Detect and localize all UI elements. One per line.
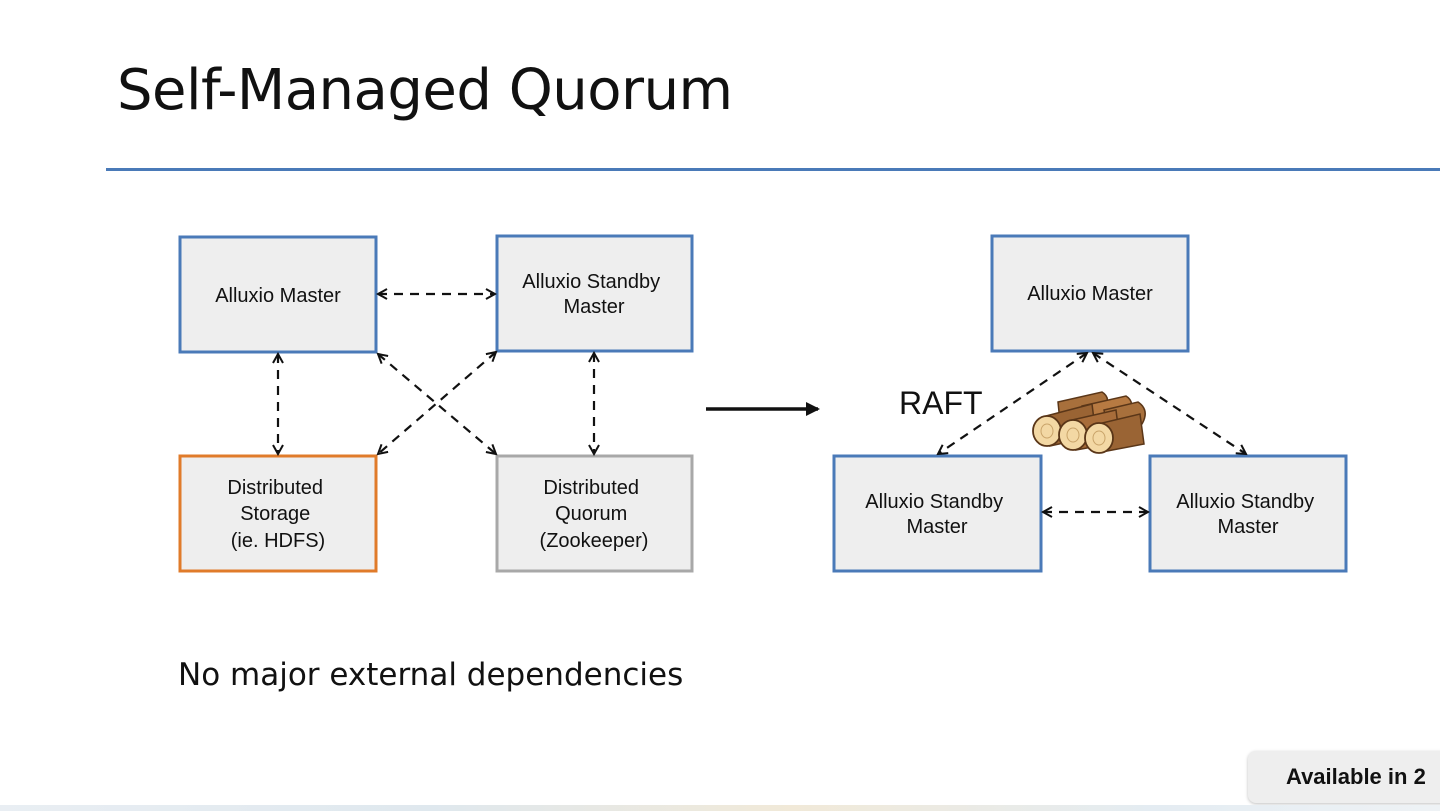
arrow-standby-storage [378, 352, 496, 454]
arrow-master-standby-right [1093, 353, 1246, 454]
distributed-storage-box: Distributed Storage (ie. HDFS) [178, 454, 378, 573]
title-divider [106, 168, 1440, 171]
right-standby-right-box: Alluxio Standby Master [1148, 454, 1348, 573]
right-standby-right-line1: Alluxio Standby [1176, 491, 1314, 513]
right-standby-right-line2: Master [1217, 516, 1278, 538]
left-diagram: Alluxio Master Alluxio Standby Master Di… [178, 234, 694, 573]
key-point-text: No major external dependencies [178, 657, 684, 693]
svg-text:Alluxio Master: Alluxio Master [1027, 283, 1153, 305]
svg-text:Alluxio Standby Mast: Alluxio Standby Master [1176, 491, 1319, 538]
availability-badge-label: Available in 2 [1286, 764, 1426, 789]
distributed-quorum-box: Distributed Quorum (Zookeeper) [495, 454, 694, 573]
left-standby-label-line2: Master [563, 296, 624, 318]
left-alluxio-master-box: Alluxio Master [178, 235, 378, 354]
left-standby-master-box: Alluxio Standby Master [495, 234, 694, 353]
availability-badge: Available in 2 [1248, 751, 1440, 803]
right-alluxio-master-box: Alluxio Master [990, 234, 1190, 353]
footer-bar [0, 805, 1440, 811]
right-master-label: Alluxio Master [1027, 283, 1153, 305]
wooden-logs-icon [1032, 391, 1146, 454]
svg-text:Alluxio Standby Mast: Alluxio Standby Master [865, 491, 1008, 538]
storage-label-line1: Distributed [227, 477, 323, 499]
svg-text:Alluxio Master: Alluxio Master [215, 285, 341, 307]
slide-title: Self-Managed Quorum [117, 58, 733, 123]
left-standby-label-line1: Alluxio Standby [522, 271, 660, 293]
raft-label: RAFT [899, 385, 983, 421]
storage-label-line2: Storage [240, 503, 310, 525]
storage-label-line3: (ie. HDFS) [231, 530, 325, 552]
quorum-label-line3: (Zookeeper) [540, 530, 649, 552]
quorum-label-line1: Distributed [543, 477, 639, 499]
arrow-master-standby-left [938, 353, 1087, 454]
right-standby-left-line1: Alluxio Standby [865, 491, 1003, 513]
left-master-label: Alluxio Master [215, 285, 341, 307]
right-diagram: Alluxio Master Alluxio Standby Master Al… [832, 234, 1348, 573]
svg-text:Alluxio Standby Mast: Alluxio Standby Master [522, 271, 665, 318]
svg-text:Distributed Storage: Distributed Storage (ie. HDFS) [227, 477, 328, 552]
right-standby-left-line2: Master [906, 516, 967, 538]
right-standby-left-box: Alluxio Standby Master [832, 454, 1043, 573]
svg-text:Distributed Quorum: Distributed Quorum (Zookeeper) [540, 477, 649, 552]
quorum-label-line2: Quorum [555, 503, 627, 525]
